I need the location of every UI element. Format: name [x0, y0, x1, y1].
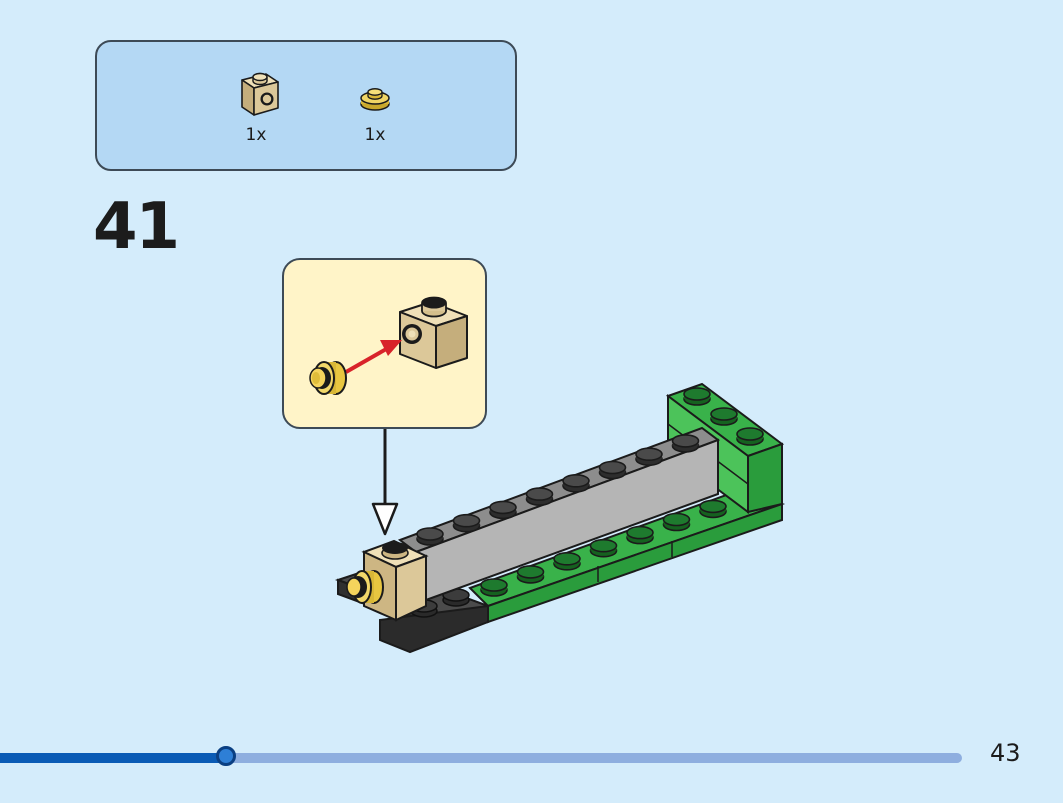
progress-knob	[216, 746, 237, 766]
stud	[452, 513, 481, 533]
stud	[416, 527, 444, 546]
stud-group	[416, 387, 764, 597]
tan-brick-placed	[361, 539, 429, 622]
callout-illustration	[309, 296, 468, 395]
stud	[736, 427, 764, 446]
part-quantity: 1x	[245, 125, 267, 145]
stud	[710, 407, 738, 426]
stud	[516, 565, 545, 584]
stud	[553, 551, 581, 571]
step-number: 41	[93, 190, 180, 264]
part-gold-round-plate: 1x	[335, 70, 415, 145]
tan-brick-1x1-with-side-stud-icon	[241, 72, 279, 116]
part-quantity: 1x	[364, 125, 386, 145]
stud	[480, 578, 508, 597]
stud	[626, 525, 654, 545]
stud	[683, 387, 711, 406]
stud	[525, 487, 554, 506]
stud	[635, 447, 663, 467]
progress-fill	[0, 753, 227, 763]
sub-assembly-callout	[282, 258, 487, 429]
stud	[671, 434, 700, 453]
stud	[589, 538, 618, 558]
green-plate	[468, 488, 786, 624]
part-tan-brick: 1x	[216, 70, 296, 145]
gold-round-plate-placed	[346, 570, 384, 604]
down-arrow-icon	[371, 429, 399, 536]
stud	[662, 512, 691, 532]
parts-list-box: 1x 1x	[95, 40, 517, 171]
red-direction-arrow	[345, 340, 402, 374]
stud	[489, 500, 517, 520]
page-number: 43	[990, 739, 1021, 767]
stud	[699, 499, 727, 519]
stud	[598, 460, 627, 480]
stud	[562, 473, 590, 493]
tan-brick-side-stud-icon	[399, 296, 468, 369]
pearl-gold-round-plate-1x1-icon	[360, 88, 390, 111]
gold-round-plate-icon	[309, 361, 347, 395]
progress-track	[0, 753, 962, 763]
